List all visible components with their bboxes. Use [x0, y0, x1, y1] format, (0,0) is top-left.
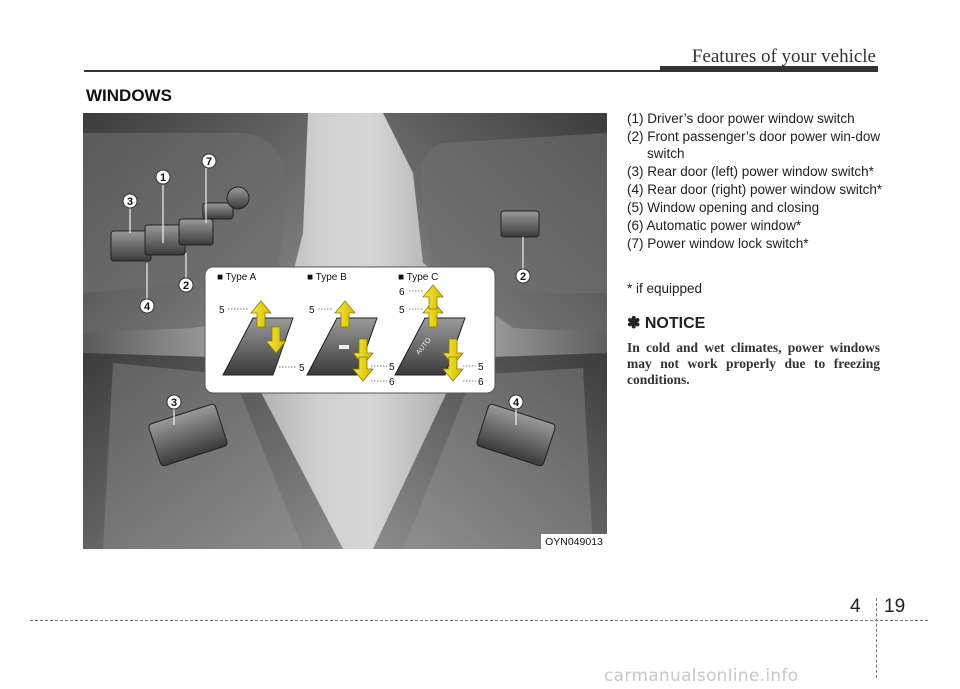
watermark: carmanualsonline.info [604, 666, 799, 686]
header-rule [84, 70, 878, 72]
door-panels-illustration: 1 2 3 4 7 2 3 4 ■ Type A ■ Type B ■ Type… [83, 113, 607, 549]
callout-3: 3 [127, 196, 133, 208]
num-5-a-down: 5 [299, 363, 305, 374]
legend-item-4: (4) Rear door (right) power window switc… [627, 182, 883, 197]
footer-rule [30, 620, 928, 621]
num-5-b-down: 5 [389, 362, 395, 373]
callout-7: 7 [206, 156, 212, 168]
legend-item-1: (1) Driver’s door power window switch [627, 111, 855, 126]
type-a-label: ■ Type A [217, 272, 257, 283]
header-tab-bar [660, 66, 878, 72]
window-switch-figure: 1 2 3 4 7 2 3 4 ■ Type A ■ Type B ■ Type… [83, 113, 607, 549]
legend-item-2: (2) Front passenger’s door power win-dow… [627, 129, 881, 161]
legend-item-6: (6) Automatic power window* [627, 218, 802, 233]
notice-text: In cold and wet climates, power windows … [627, 340, 880, 387]
page-number: 19 [884, 596, 906, 617]
num-5-a-up: 5 [219, 305, 225, 316]
footer-divider [876, 598, 877, 678]
callout-2: 2 [183, 280, 189, 292]
num-6-c-up: 6 [399, 287, 405, 298]
legend-list: (1) Driver’s door power window switch (2… [627, 110, 887, 253]
chapter-number: 4 [850, 596, 861, 617]
legend-item-7: (7) Power window lock switch* [627, 236, 809, 251]
callout-4-rear: 4 [513, 397, 520, 409]
page-header-title: Features of your vehicle [691, 46, 876, 67]
legend-item-5: (5) Window opening and closing [627, 200, 820, 215]
callout-2-passenger: 2 [520, 271, 526, 283]
callout-4: 4 [144, 301, 151, 313]
callout-1: 1 [160, 172, 166, 184]
switch-types-inset: ■ Type A ■ Type B ■ Type C AUTO [204, 266, 496, 394]
section-heading: WINDOWS [86, 86, 172, 105]
type-c-label: ■ Type C [398, 272, 438, 283]
num-6-c-down: 6 [478, 377, 484, 388]
footnote: * if equipped [627, 281, 703, 296]
figure-code: OYN049013 [545, 536, 603, 548]
type-b-label: ■ Type B [307, 272, 347, 283]
callout-3-rear: 3 [171, 397, 177, 409]
driver-switch-cluster [110, 186, 250, 262]
num-5-b-up: 5 [309, 305, 315, 316]
notice-heading: ✽ NOTICE [627, 315, 706, 332]
num-5-c-up: 5 [399, 305, 405, 316]
legend-item-3: (3) Rear door (left) power window switch… [627, 164, 874, 179]
num-5-c-down: 5 [478, 362, 484, 373]
num-6-b-down: 6 [389, 377, 395, 388]
